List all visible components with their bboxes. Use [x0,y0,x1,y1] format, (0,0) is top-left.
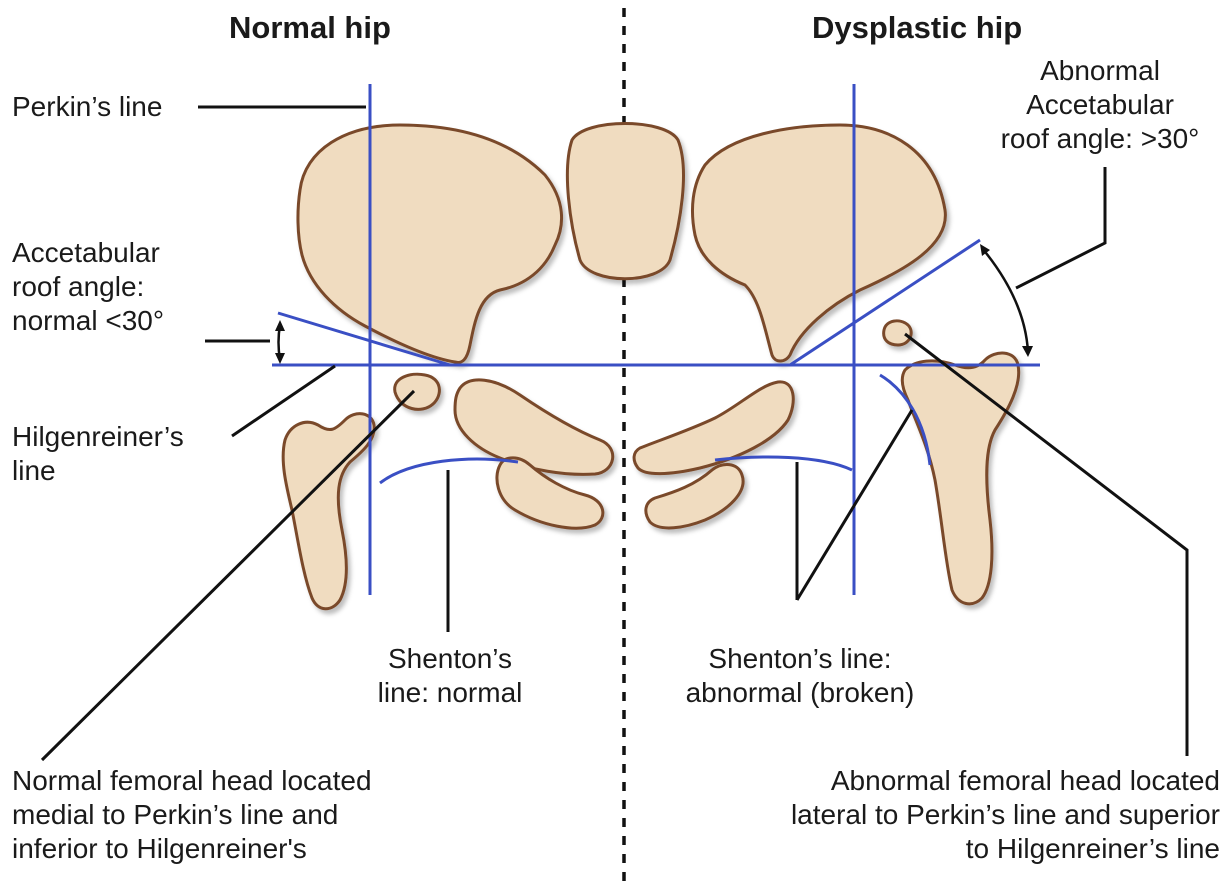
arrowhead-abnormal-bottom [1022,346,1033,357]
angle-arrow-abnormal [982,248,1028,352]
label-acetabular-abnormal-line2: Accetabular [975,88,1225,122]
label-acetabular-abnormal-line3: roof angle: >30° [975,122,1225,156]
title-normal-hip: Normal hip [229,10,391,46]
label-femoral-normal-line1: Normal femoral head located [12,764,372,798]
label-hilgenreiner: Hilgenreiner’s line [12,420,184,488]
label-femoral-normal-line2: medial to Perkin’s line and [12,798,372,832]
label-femoral-abnormal-line1: Abnormal femoral head located [690,764,1220,798]
label-shenton-abnormal-line1: Shenton’s line: [650,642,950,676]
label-acetabular-normal-line2: roof angle: [12,270,164,304]
label-femoral-abnormal-line3: to Hilgenreiner’s line [690,832,1220,866]
sacrum [567,124,683,279]
right-femur [902,353,1019,604]
label-acetabular-abnormal: Abnormal Accetabular roof angle: >30° [975,54,1225,156]
label-shenton-normal-line1: Shenton’s [350,642,550,676]
label-shenton-abnormal: Shenton’s line: abnormal (broken) [650,642,950,710]
right-pubis [634,382,793,474]
label-hilgenreiner-line2: line [12,454,184,488]
label-femoral-normal: Normal femoral head located medial to Pe… [12,764,372,866]
label-acetabular-normal-line1: Accetabular [12,236,164,270]
label-acetabular-abnormal-line1: Abnormal [975,54,1225,88]
label-femoral-normal-line3: inferior to Hilgenreiner's [12,832,372,866]
label-acetabular-normal: Accetabular roof angle: normal <30° [12,236,164,338]
label-femoral-abnormal: Abnormal femoral head located lateral to… [690,764,1220,866]
label-shenton-normal: Shenton’s line: normal [350,642,550,710]
arrowhead-normal-bottom [275,353,285,364]
arrowhead-normal-top [275,320,285,331]
leader-acetabular-abnormal [1016,167,1105,288]
label-shenton-normal-line2: line: normal [350,676,550,710]
label-perkins-line: Perkin’s line [12,90,162,124]
right-femoral-head [884,321,912,345]
label-hilgenreiner-line1: Hilgenreiner’s [12,420,184,454]
title-dysplastic-hip: Dysplastic hip [812,10,1022,46]
label-femoral-abnormal-line2: lateral to Perkin’s line and superior [690,798,1220,832]
label-shenton-abnormal-line2: abnormal (broken) [650,676,950,710]
left-ilium [298,125,562,362]
label-acetabular-normal-line3: normal <30° [12,304,164,338]
